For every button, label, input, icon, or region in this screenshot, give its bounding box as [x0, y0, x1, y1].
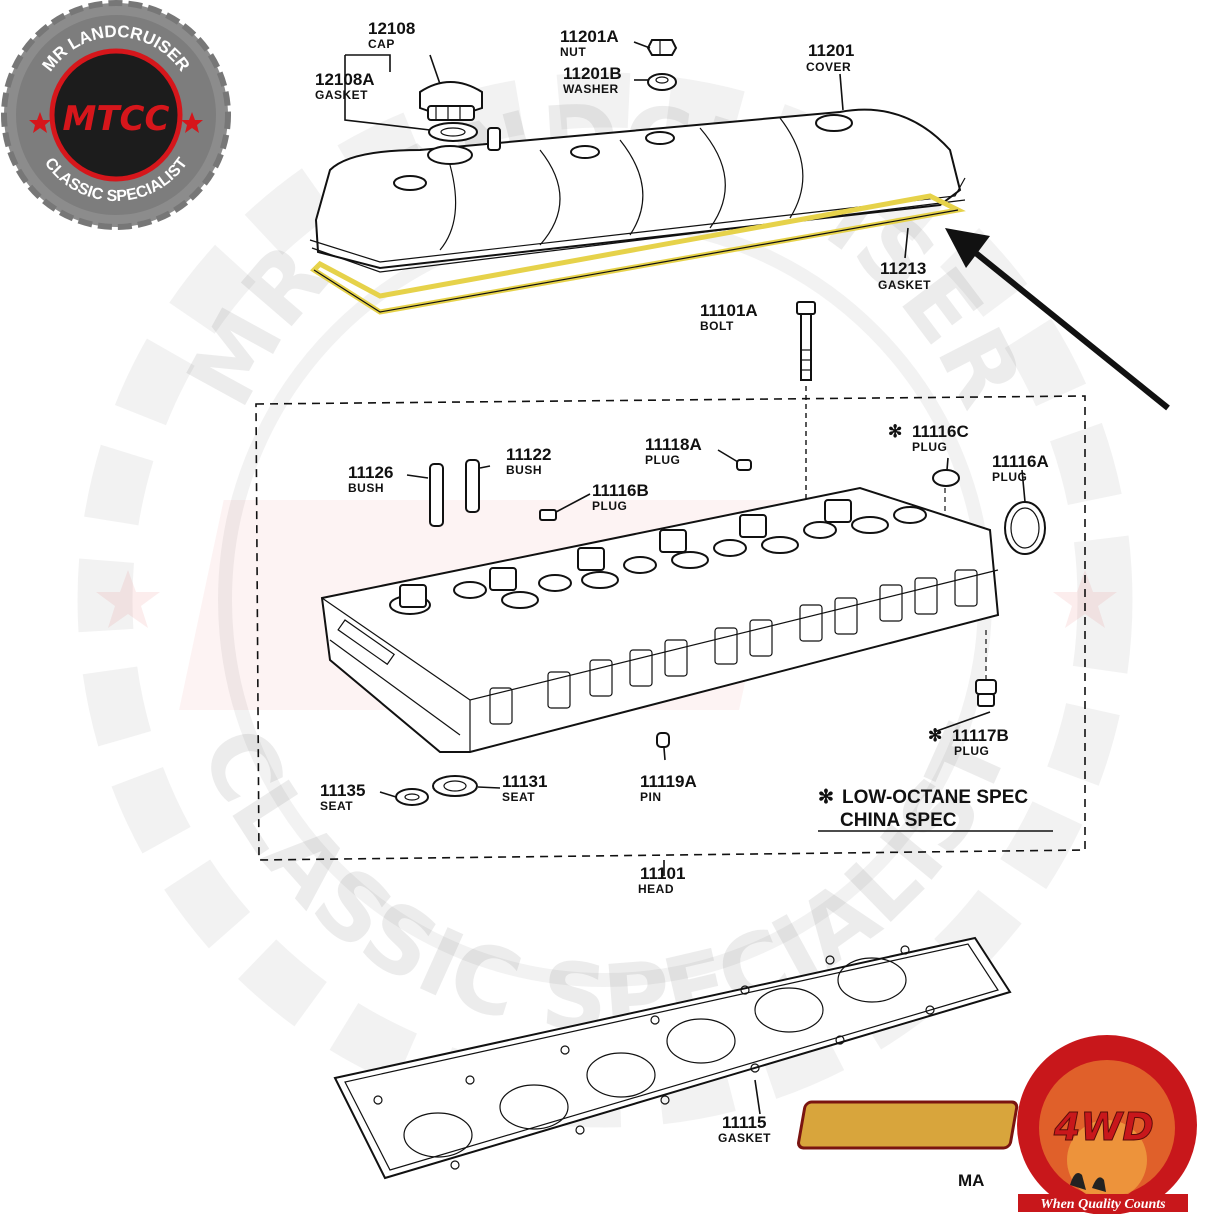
plug-a-name: PLUG	[645, 453, 680, 467]
head-gasket-part	[333, 936, 1012, 1180]
watermark-star-right-icon	[1053, 570, 1117, 628]
cap-gasket-part	[428, 122, 478, 142]
plug-b-number: 11116B	[592, 481, 649, 500]
bolt-name: BOLT	[700, 319, 734, 333]
badge-star-left-icon	[29, 112, 51, 133]
china-spec-note: CHINA SPEC	[840, 810, 957, 831]
seat-2-name: SEAT	[502, 790, 535, 804]
plug-d-part	[1004, 501, 1046, 555]
plug-c-part	[932, 469, 960, 487]
seat-2-number: 11131	[502, 772, 547, 791]
plug-e-part	[975, 679, 997, 707]
watermark-star-left-icon	[96, 570, 160, 628]
seat-1-name: SEAT	[320, 799, 353, 813]
bush-2-part	[465, 459, 480, 513]
badge-center	[49, 48, 183, 182]
badge-logo-text: MTCC	[63, 99, 170, 139]
tt-main-text: 4WD	[1053, 1105, 1154, 1149]
plug-d-number: 11116A	[992, 452, 1049, 471]
plug-e-asterisk: ✻	[928, 726, 942, 745]
plug-a-number: 11118A	[645, 435, 702, 454]
bush-1-name: BUSH	[348, 481, 384, 495]
tt-tagline-bar	[1018, 1194, 1188, 1212]
nut-part	[646, 39, 678, 56]
cover-gasket-part	[310, 193, 966, 315]
seat-2-part	[432, 775, 478, 797]
nut-name: NUT	[560, 45, 586, 59]
pin-number: 11119A	[640, 772, 697, 791]
plug-c-name: PLUG	[912, 440, 947, 454]
head-gasket-name: GASKET	[718, 1131, 771, 1145]
plug-c-number: 11116C	[912, 422, 969, 441]
bolt-number: 11101A	[700, 301, 758, 320]
head-top-bosses	[389, 499, 927, 615]
tt-kangaroo-small-icon	[1092, 1177, 1106, 1192]
cover-gasket-number: 11213	[880, 259, 926, 278]
bolt-part	[796, 301, 816, 520]
tt-kangaroo-icon	[1070, 1172, 1086, 1190]
cap-name: CAP	[368, 37, 395, 51]
washer-name: WASHER	[563, 82, 619, 96]
seat-1-part	[395, 788, 429, 806]
bush-1-number: 11126	[348, 463, 393, 482]
head-gasket-number: 11115	[722, 1113, 766, 1132]
seat-1-number: 11135	[320, 781, 365, 800]
badge-star-right-icon	[181, 112, 203, 133]
plug-b-part	[539, 509, 557, 521]
cap-gasket-name: GASKET	[315, 88, 368, 102]
bush-2-number: 11122	[506, 445, 551, 464]
head-name: HEAD	[638, 882, 674, 896]
bush-1-part	[429, 463, 444, 527]
plug-e-number: 11117B	[952, 726, 1009, 745]
cover-name: COVER	[806, 60, 851, 74]
nut-number: 11201A	[560, 27, 619, 46]
low-octane-note: LOW-OCTANE SPEC	[842, 787, 1028, 808]
plug-b-name: PLUG	[592, 499, 627, 513]
head-frame	[255, 395, 1086, 861]
cover-gasket-name: GASKET	[878, 278, 931, 292]
washer-number: 11201B	[563, 64, 622, 83]
cap-number: 12108	[368, 19, 415, 38]
cover-number: 11201	[808, 41, 854, 60]
leader-lines	[344, 41, 1053, 1115]
plug-c-asterisk: ✻	[888, 422, 902, 441]
head-number: 11101	[640, 864, 685, 883]
pin-part	[656, 732, 670, 748]
plug-d-name: PLUG	[992, 470, 1027, 484]
pin-name: PIN	[640, 790, 662, 804]
cylinder-head-part	[320, 486, 1000, 753]
plug-a-part	[736, 459, 752, 471]
terrain-tamer-logo: TERRAIN TAMER 4WD When Quality Counts	[797, 1000, 1201, 1214]
tt-banner	[797, 1100, 1019, 1150]
plug-e-name: PLUG	[954, 744, 989, 758]
cap-gasket-number: 12108A	[315, 70, 375, 89]
low-octane-asterisk: ✻	[818, 787, 834, 808]
cap-part	[419, 81, 483, 121]
head-side-ports	[489, 569, 978, 725]
part-labels: 12108 CAP 12108A GASKET 11201A NUT 11201…	[315, 19, 1049, 1190]
callout-arrow	[945, 228, 1170, 411]
corner-code: MA	[958, 1171, 984, 1190]
mr-landcruiser-badge: MR LANDCRUISER CLASSIC SPECIALIST MTCC	[1, 0, 231, 230]
tt-tagline: When Quality Counts	[1040, 1197, 1166, 1212]
washer-part	[647, 73, 677, 91]
cover-part	[309, 108, 966, 273]
bush-2-name: BUSH	[506, 463, 542, 477]
tt-sun	[1067, 1120, 1147, 1200]
